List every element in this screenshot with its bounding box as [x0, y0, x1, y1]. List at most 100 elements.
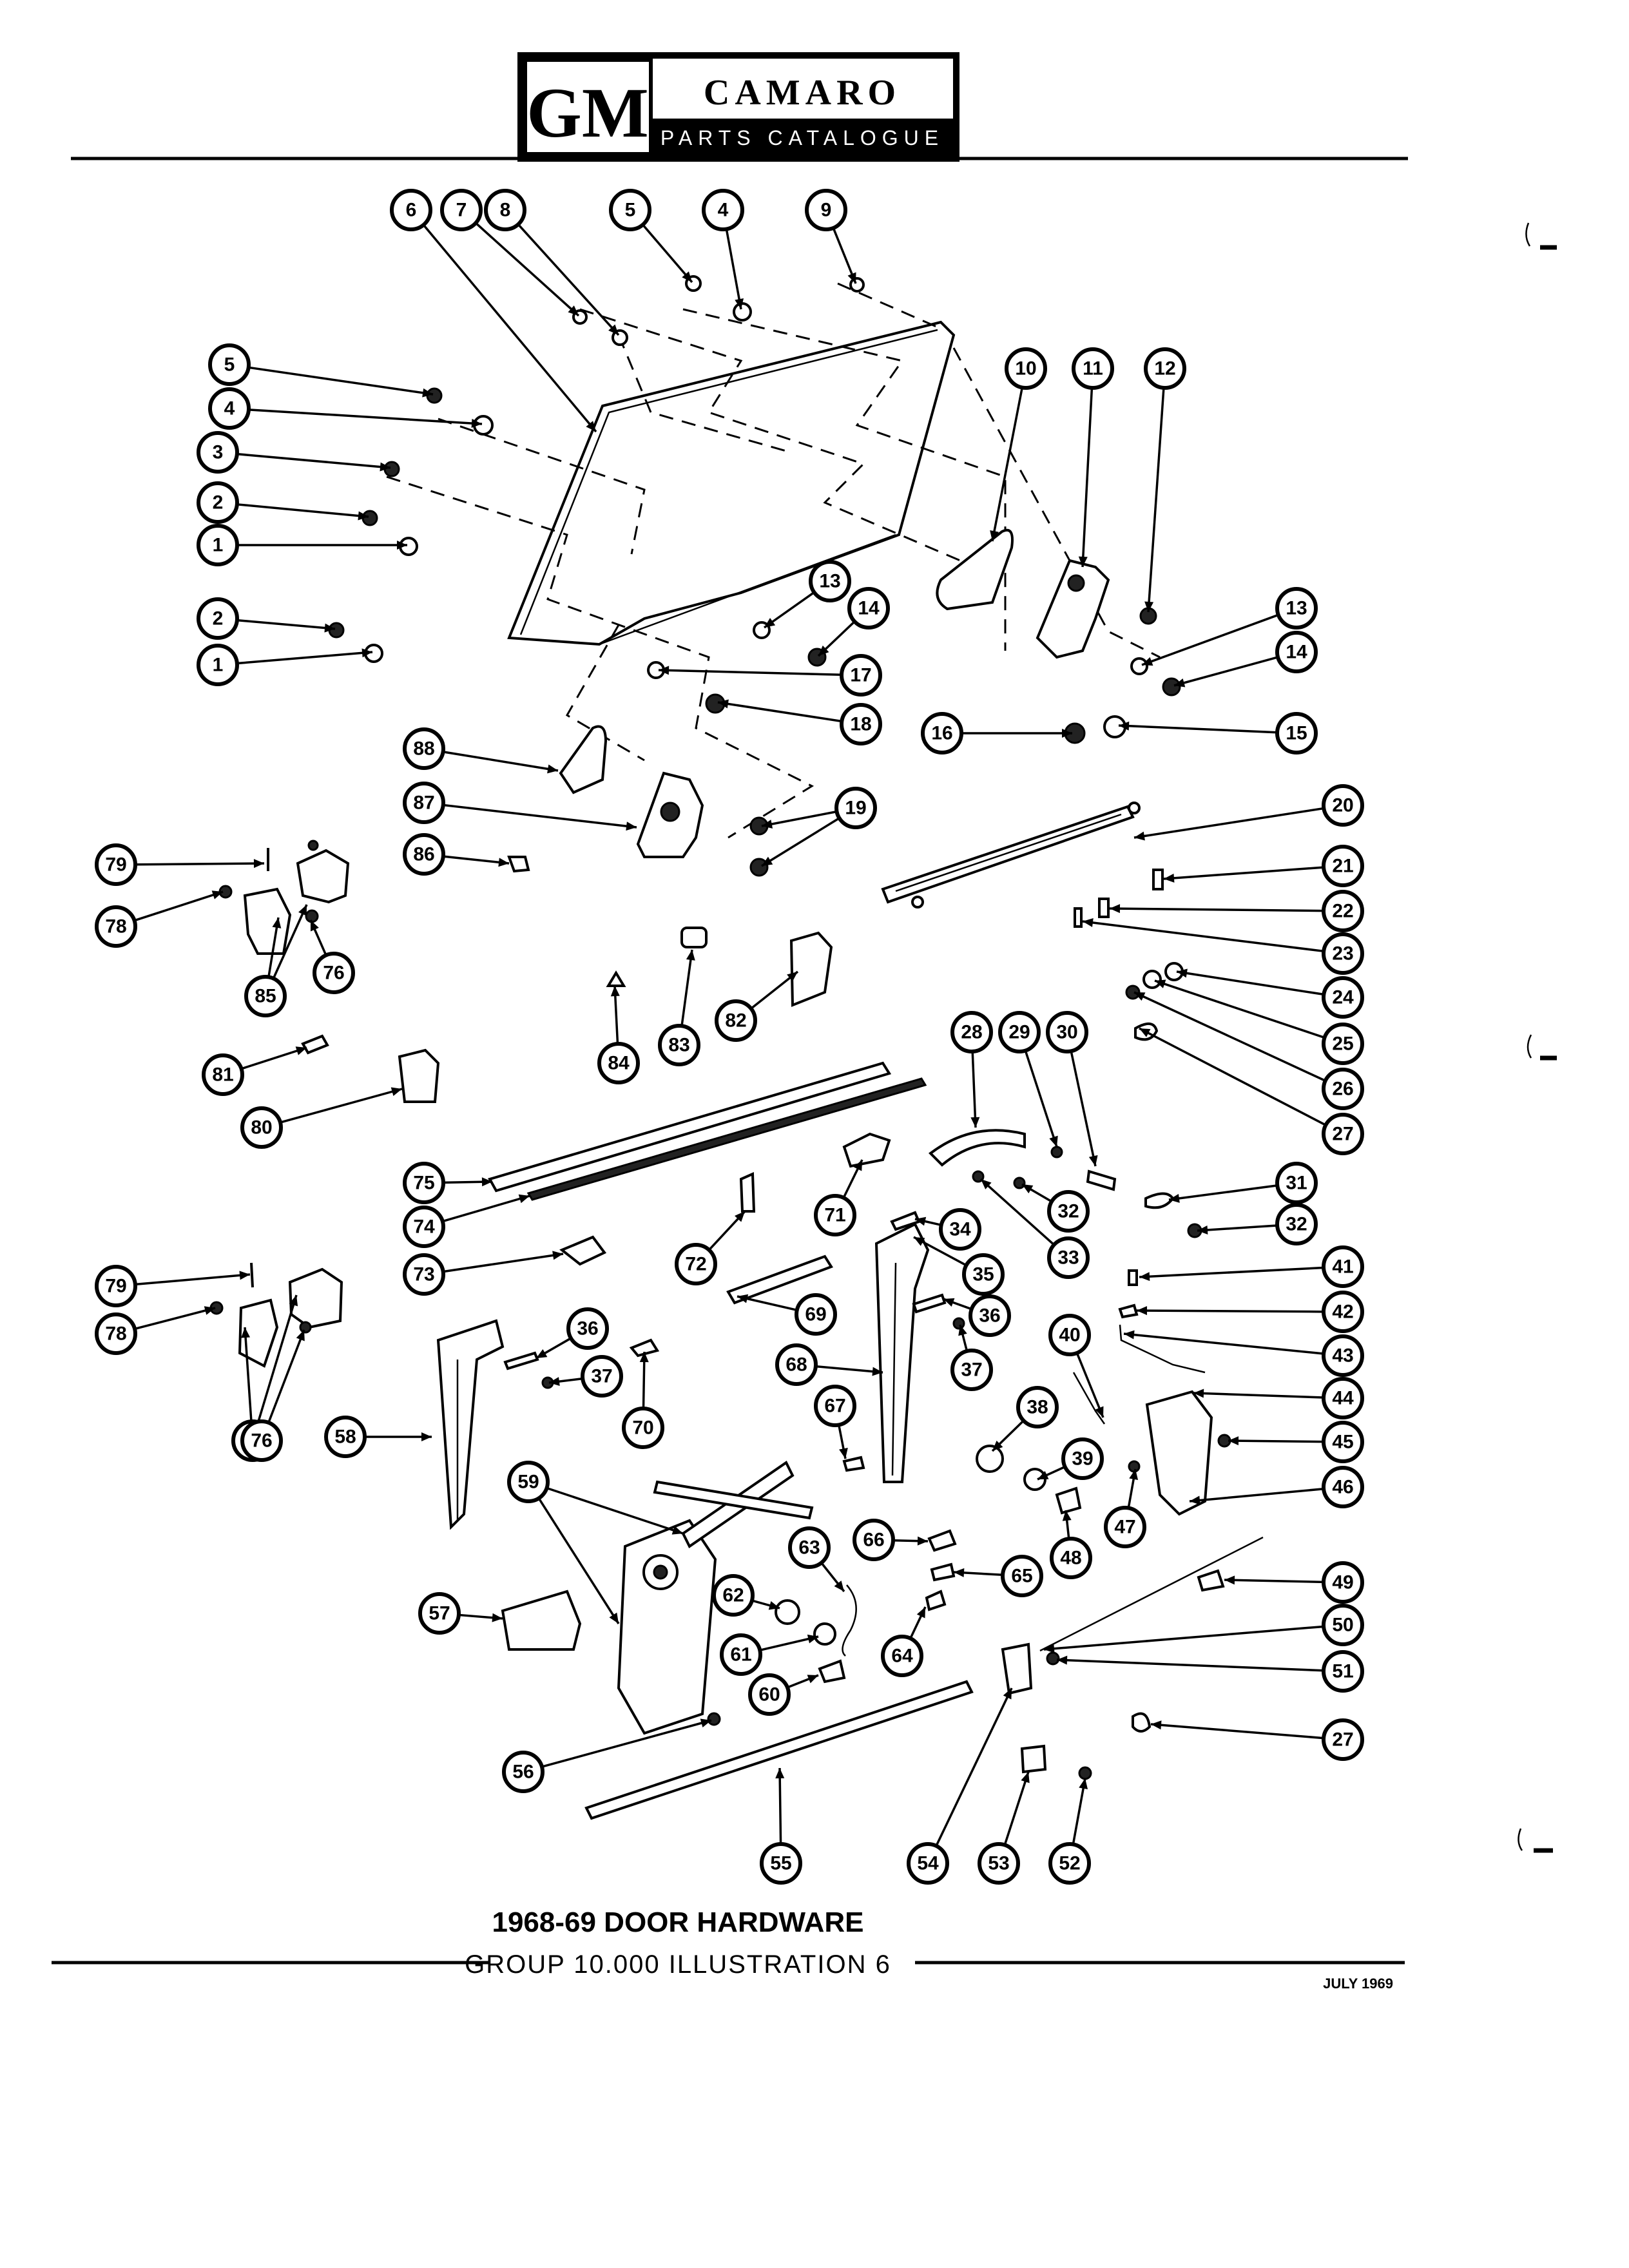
leader-line-6: [422, 224, 597, 433]
spacer-5: [426, 387, 443, 404]
callout-4: 4: [208, 387, 251, 430]
callout-number: 67: [824, 1396, 845, 1417]
leader-arrowhead-5: [682, 271, 692, 282]
callout-81: 81: [202, 1053, 244, 1096]
leader-arrowhead-78: [204, 1306, 215, 1315]
leader-arrowhead-39: [1037, 1470, 1049, 1479]
washer-61: [813, 1622, 836, 1646]
clip-42: [1118, 1303, 1139, 1319]
callout-61: 61: [720, 1633, 762, 1676]
callout-circle: [202, 1053, 244, 1096]
callout-50: 50: [1322, 1604, 1364, 1646]
callout-circle: [197, 597, 239, 640]
callout-number: 34: [949, 1219, 971, 1240]
leader-arrowhead-40: [1095, 1406, 1104, 1418]
callout-23: 23: [1322, 932, 1364, 975]
callout-84: 84: [597, 1042, 640, 1084]
leader-arrowhead-26: [1134, 992, 1146, 1001]
leader-line-17: [658, 669, 842, 676]
leader-arrowhead-42: [1137, 1306, 1148, 1316]
callout-53: 53: [978, 1842, 1020, 1885]
bracket-72: [739, 1171, 756, 1213]
leader-line-1: [236, 651, 373, 665]
callout-circle: [403, 1206, 445, 1248]
callout-79: 79: [95, 843, 137, 886]
callout-13: 13: [809, 560, 851, 602]
callout-circle: [403, 1253, 445, 1296]
callout-54: 54: [907, 1842, 949, 1885]
callout-51: 51: [1322, 1650, 1364, 1693]
callout-circle: [1016, 1386, 1059, 1428]
leader-arrowhead-4: [471, 419, 482, 428]
callout-circle: [840, 654, 882, 697]
callout-83: 83: [658, 1024, 700, 1066]
callout-28: 28: [950, 1011, 993, 1053]
leader-line-19: [761, 817, 840, 867]
leader-arrowhead-66: [917, 1536, 928, 1546]
leader-arrowhead-63: [834, 1581, 844, 1591]
bracket-11-hole: [1067, 574, 1085, 592]
cover-80: [398, 1048, 440, 1103]
leader-line-83: [680, 949, 693, 1026]
leader-line-88: [443, 751, 559, 772]
callout-number: 21: [1332, 856, 1353, 877]
callout-circle: [1322, 1718, 1364, 1761]
callout-circle: [1275, 1203, 1318, 1245]
callout-number: 58: [334, 1427, 356, 1448]
callout-29: 29: [998, 1011, 1041, 1053]
leader-line-33: [979, 1178, 1055, 1246]
callout-number: 22: [1332, 901, 1353, 922]
pin-41: [1128, 1269, 1138, 1286]
callout-number: 86: [413, 844, 434, 865]
leader-arrowhead-88: [547, 764, 558, 774]
clip-65: [930, 1562, 956, 1582]
leader-arrowhead-13: [1142, 657, 1153, 666]
callout-circle: [950, 1349, 993, 1391]
leader-line-54: [935, 1687, 1013, 1847]
knob-84: [606, 970, 626, 987]
callout-number: 54: [917, 1853, 939, 1874]
callout-number: 50: [1332, 1615, 1353, 1636]
callout-73: 73: [403, 1253, 445, 1296]
callout-circle: [907, 1842, 949, 1885]
callout-number: 14: [858, 598, 880, 619]
callout-number: 30: [1056, 1022, 1077, 1043]
leader-arrowhead-37: [958, 1325, 967, 1336]
leader-lines: [133, 222, 1327, 1847]
header-model: CAMARO: [704, 73, 901, 113]
callout-circle: [978, 1842, 1020, 1885]
callout-number: 31: [1286, 1173, 1307, 1194]
callout-number: 47: [1114, 1517, 1135, 1538]
bracket-22: [1098, 898, 1110, 918]
callout-42: 42: [1322, 1291, 1364, 1333]
callout-69: 69: [795, 1293, 837, 1336]
callout-circle: [834, 787, 877, 829]
leader-arrowhead-41: [1139, 1272, 1150, 1282]
callout-number: 35: [972, 1264, 994, 1285]
leader-arrowhead-19: [762, 820, 773, 829]
leader-line-59: [546, 1486, 684, 1535]
callout-87: 87: [403, 782, 445, 824]
callout-number: 76: [251, 1430, 272, 1452]
callout-circle: [403, 782, 445, 824]
leader-arrowhead-59: [609, 1612, 619, 1624]
rod-40: [1072, 1372, 1106, 1425]
callout-circle: [1322, 784, 1364, 827]
callout-circle: [1322, 890, 1364, 932]
callout-66: 66: [853, 1519, 895, 1561]
callout-circle: [702, 189, 744, 231]
callout-number: 29: [1008, 1022, 1030, 1043]
bumper-83: [680, 927, 708, 948]
callout-circle: [197, 524, 239, 566]
callout-circle: [814, 1385, 856, 1427]
callout-number: 57: [429, 1603, 450, 1624]
leader-line-49: [1224, 1579, 1324, 1584]
leader-arrowhead-31: [1169, 1193, 1180, 1203]
callout-57: 57: [418, 1592, 461, 1635]
callout-18: 18: [840, 703, 882, 745]
callout-number: 7: [456, 200, 467, 221]
callout-number: 82: [725, 1010, 746, 1032]
callout-circle: [403, 1162, 445, 1204]
